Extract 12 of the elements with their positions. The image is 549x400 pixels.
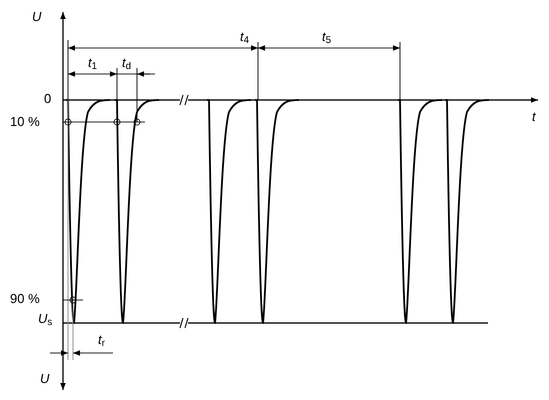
dimension-label: t$_{r}$ [98, 333, 105, 346]
dimension-label: t$_{4}$ [240, 30, 250, 43]
level-label: 0 [44, 92, 52, 105]
axis-label: U [32, 10, 42, 23]
level-label: 90 % [10, 292, 40, 305]
dimension-label: t$_{5}$ [322, 30, 332, 43]
level-label: 10 % [10, 115, 40, 128]
level-label: U$_{s}$ [38, 312, 52, 325]
axis-label: U [40, 372, 50, 385]
dimension-label: t$_{d}$ [122, 56, 132, 69]
axis-label: t [532, 110, 536, 123]
dimension-label: t$_{1}$ [88, 56, 98, 69]
